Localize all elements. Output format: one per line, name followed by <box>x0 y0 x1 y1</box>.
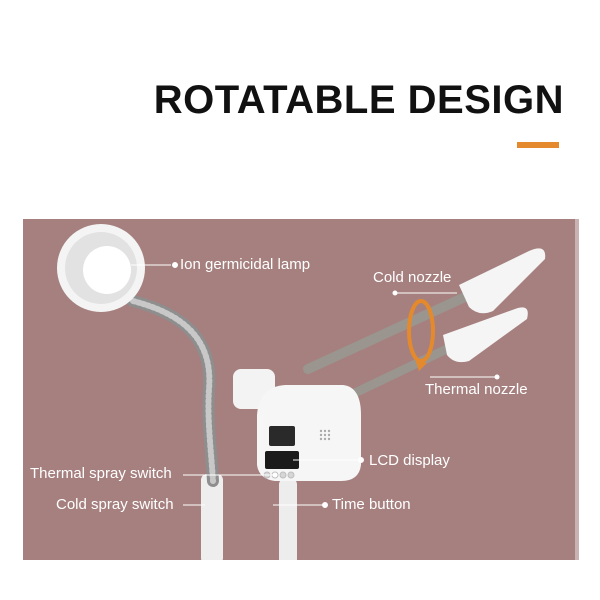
thermal-nozzle-label: Thermal nozzle <box>425 381 528 398</box>
lcd-display-label: LCD display <box>369 452 450 469</box>
time-button-label: Time button <box>332 496 411 513</box>
thermal-nozzle <box>443 307 528 363</box>
thermal-spray-switch-label: Thermal spray switch <box>30 465 172 482</box>
vent-grille <box>319 429 331 441</box>
lcd-screen <box>269 426 295 446</box>
control-display <box>265 451 299 469</box>
panel-edge <box>575 219 579 560</box>
cold-nozzle <box>459 248 546 314</box>
steamer-illustration <box>57 224 546 560</box>
cold-nozzle-label: Cold nozzle <box>373 269 452 286</box>
cold-spray-switch-label: Cold spray switch <box>56 496 174 513</box>
page-title: ROTATABLE DESIGN <box>153 78 564 122</box>
thermal-nozzle-rod <box>333 342 456 406</box>
rotation-arrow-icon <box>407 299 435 363</box>
gooseneck-arm <box>127 295 219 487</box>
stand-pole <box>201 474 223 560</box>
accent-bar <box>517 142 559 148</box>
product-panel: Ion germicidal lamp Cold nozzle Thermal … <box>23 219 579 560</box>
callout-lines <box>131 262 500 508</box>
lamp-lens <box>83 246 131 294</box>
stand-pole-right <box>279 479 297 560</box>
lamp-label: Ion germicidal lamp <box>180 256 311 273</box>
cold-nozzle-rod <box>303 292 470 374</box>
